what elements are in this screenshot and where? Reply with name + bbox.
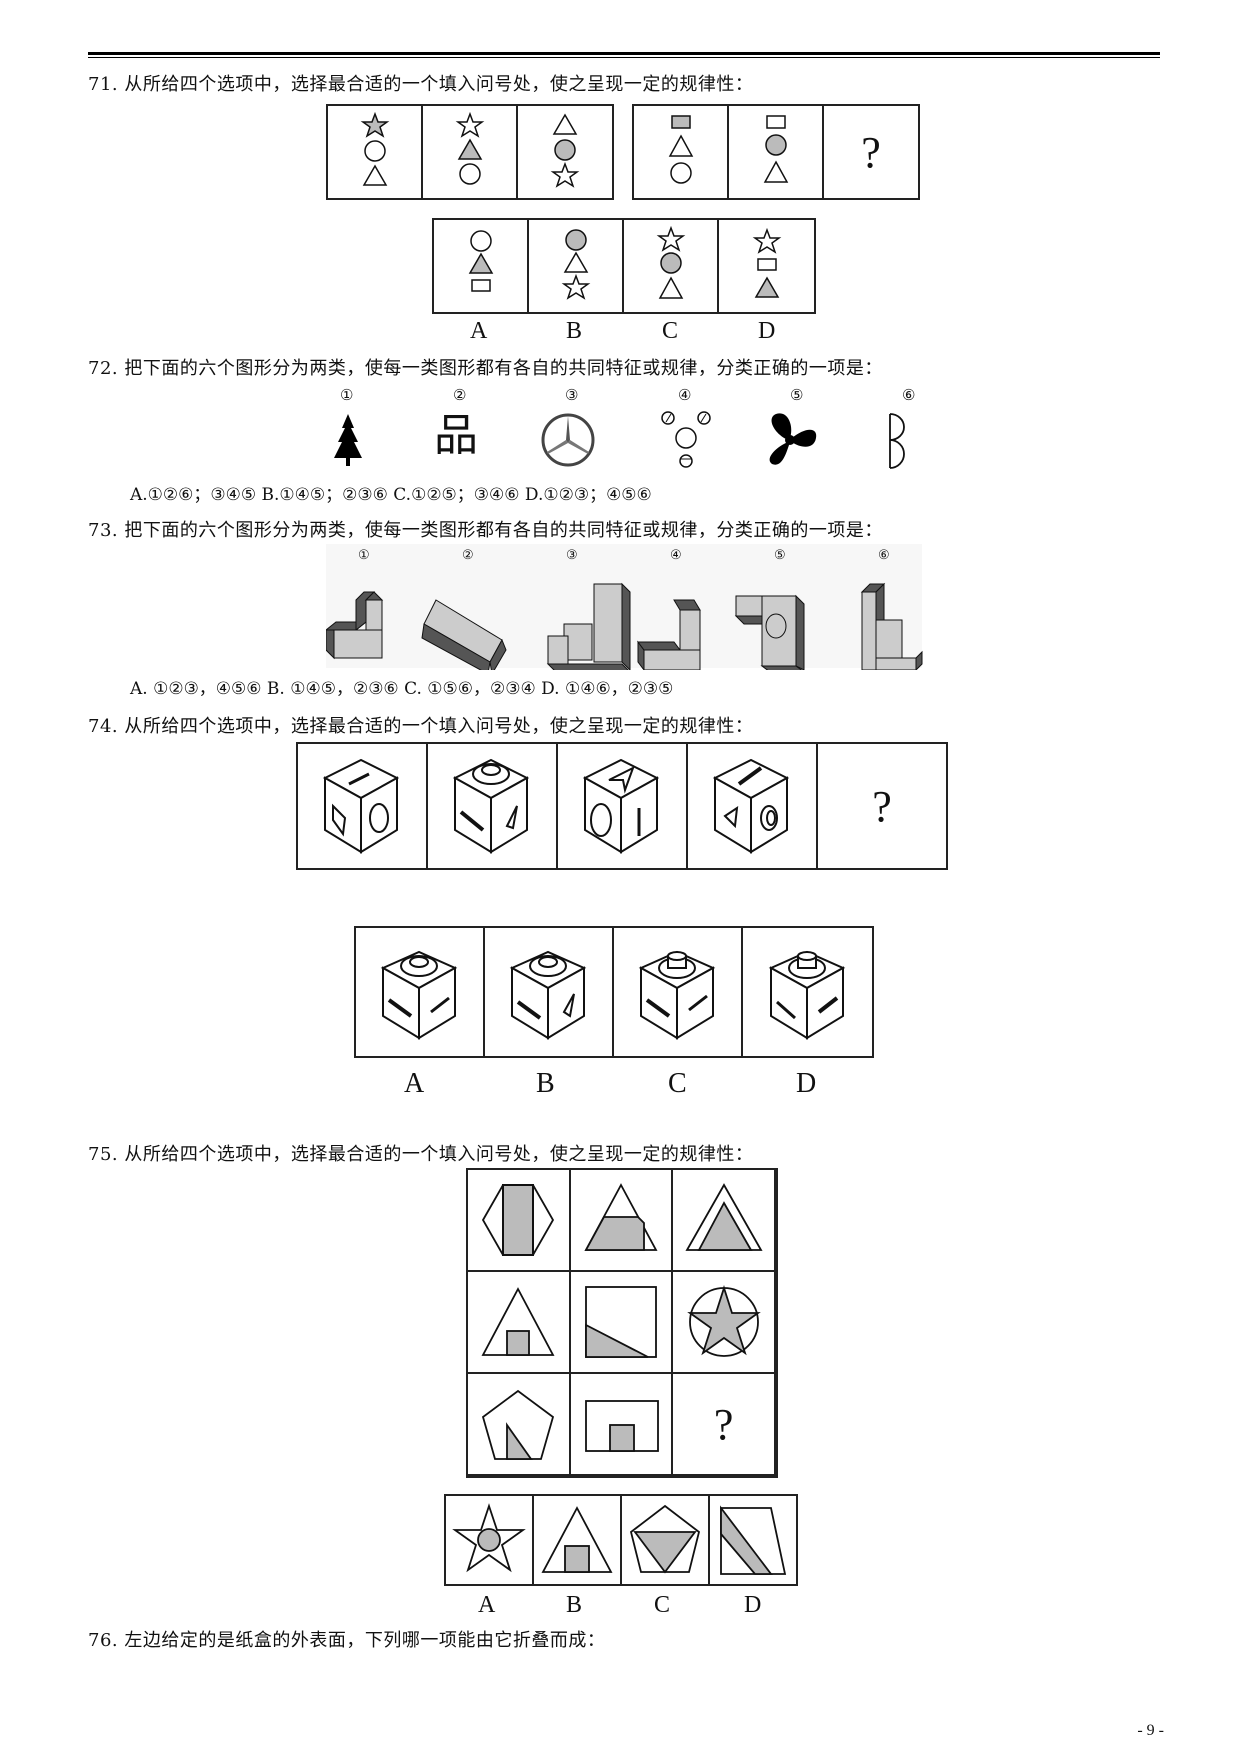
q71-text: 71. 从所给四个选项中，选择最合适的一个填入问号处，使之呈现一定的规律性： <box>88 74 754 95</box>
q73-label-5: ⑤ <box>774 548 786 563</box>
q71-fig-5 <box>729 106 824 198</box>
q71-options <box>432 218 816 314</box>
pin-character-figure: 品 <box>434 410 478 461</box>
question-mark: ? <box>861 127 881 177</box>
q71-option-c-figure[interactable] <box>624 220 719 312</box>
q75-cell-4 <box>468 1272 571 1374</box>
q74-cube-4 <box>688 744 818 868</box>
q73-label-3: ③ <box>566 548 578 563</box>
q71-option-a-label[interactable]: A <box>470 318 488 344</box>
q73-solid-figures <box>326 582 923 670</box>
q75-cell-3 <box>673 1170 776 1272</box>
q74-option-c-label[interactable]: C <box>668 1068 687 1099</box>
q74-cube-3 <box>558 744 688 868</box>
q73-choices[interactable]: A. ①②③，④⑤⑥ B. ①④⑤，②③⑥ C. ①⑤⑥，②③④ D. ①④⑥，… <box>130 679 674 699</box>
q75-matrix: ? <box>466 1168 778 1478</box>
q71-option-b-figure[interactable] <box>529 220 624 312</box>
q72-label-1: ① <box>340 386 354 404</box>
q74-text: 74. 从所给四个选项中，选择最合适的一个填入问号处，使之呈现一定的规律性： <box>88 716 754 737</box>
q72-label-5: ⑤ <box>790 386 804 404</box>
q73-text: 73. 把下面的六个图形分为两类，使每一类图形都有各自的共同特征或规律，分类正确… <box>88 520 883 541</box>
q75-options <box>444 1494 798 1586</box>
q71-option-d-label[interactable]: D <box>758 318 776 344</box>
q75-option-a-label[interactable]: A <box>478 1592 496 1618</box>
q71-fig-1 <box>328 106 423 198</box>
q71-fig-2 <box>423 106 518 198</box>
q74-option-d-label[interactable]: D <box>796 1068 817 1099</box>
q75-option-c-figure[interactable] <box>622 1496 710 1584</box>
q75-option-c-label[interactable]: C <box>654 1592 671 1618</box>
q72-text: 72. 把下面的六个图形分为两类，使每一类图形都有各自的共同特征或规律，分类正确… <box>88 358 883 379</box>
q74-question-cell: ? <box>818 744 946 868</box>
q71-option-c-label[interactable]: C <box>662 318 679 344</box>
three-pointed-star-circle-icon <box>541 413 595 467</box>
q73-label-6: ⑥ <box>878 548 890 563</box>
q73-label-4: ④ <box>670 548 682 563</box>
q74-option-b-figure[interactable] <box>485 928 614 1056</box>
q72-label-6: ⑥ <box>902 386 916 404</box>
q74-option-a-figure[interactable] <box>356 928 485 1056</box>
page-number: - 9 - <box>1137 1722 1164 1739</box>
q75-question-cell: ? <box>673 1374 776 1476</box>
fan-icon <box>769 413 817 465</box>
q75-option-b-figure[interactable] <box>534 1496 622 1584</box>
q73-label-2: ② <box>462 548 474 563</box>
q71-sequence-2: ? <box>632 104 920 200</box>
q75-cell-1 <box>468 1170 571 1272</box>
question-mark: ? <box>713 1399 734 1449</box>
q72-label-2: ② <box>453 386 467 404</box>
q74-options <box>354 926 874 1058</box>
question-mark: ? <box>872 781 892 831</box>
q75-cell-7 <box>468 1374 571 1476</box>
q75-cell-6 <box>673 1272 776 1374</box>
q75-cell-2 <box>570 1170 674 1272</box>
q72-label-3: ③ <box>565 386 579 404</box>
tree-icon <box>334 414 362 466</box>
q71-option-a-figure[interactable] <box>434 220 529 312</box>
q75-text: 75. 从所给四个选项中，选择最合适的一个填入问号处，使之呈现一定的规律性： <box>88 1144 754 1165</box>
q73-label-1: ① <box>358 548 370 563</box>
header-rule-thick <box>88 52 1160 55</box>
q74-cube-2 <box>428 744 558 868</box>
q74-option-c-figure[interactable] <box>614 928 743 1056</box>
q71-question-cell: ? <box>824 106 918 198</box>
q72-label-4: ④ <box>678 386 692 404</box>
q75-option-b-label[interactable]: B <box>566 1592 583 1618</box>
q72-choices[interactable]: A.①②⑥；③④⑤ B.①④⑤；②③⑥ C.①②⑤；③④⑥ D.①②③；④⑤⑥ <box>130 485 652 505</box>
q71-option-b-label[interactable]: B <box>566 318 583 344</box>
q75-option-d-label[interactable]: D <box>744 1592 762 1618</box>
q71-fig-4 <box>634 106 729 198</box>
q71-sequence-1 <box>326 104 614 200</box>
q74-option-a-label[interactable]: A <box>404 1068 425 1099</box>
b-shape-icon <box>889 413 905 469</box>
q71-option-d-figure[interactable] <box>719 220 814 312</box>
q71-fig-3 <box>518 106 612 198</box>
q75-option-d-figure[interactable] <box>710 1496 796 1584</box>
q75-option-a-figure[interactable] <box>446 1496 534 1584</box>
header-rule-thin <box>88 57 1160 58</box>
q76-text: 76. 左边给定的是纸盒的外表面，下列哪一项能由它折叠而成： <box>88 1630 606 1651</box>
q74-option-d-figure[interactable] <box>743 928 872 1056</box>
q74-sequence: ? <box>296 742 948 870</box>
q75-cell-5 <box>570 1272 674 1374</box>
q74-option-b-label[interactable]: B <box>536 1068 555 1099</box>
q75-cell-8 <box>570 1374 674 1476</box>
four-circles-icon <box>661 411 711 468</box>
q74-cube-1 <box>298 744 428 868</box>
